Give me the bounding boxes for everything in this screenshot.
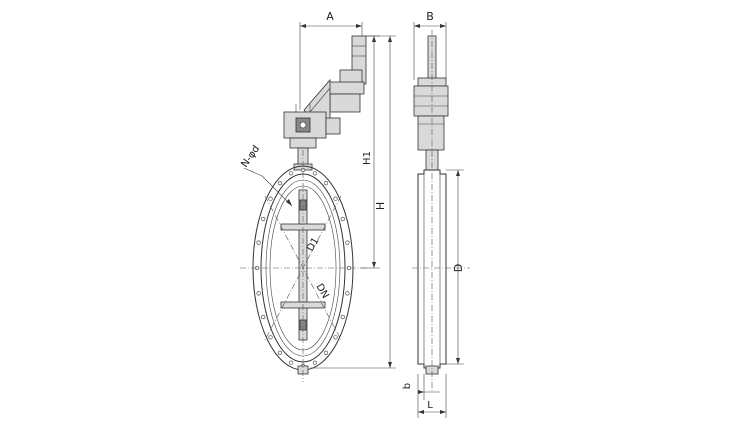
bolt-hole [261, 314, 266, 320]
bolt-hole [312, 360, 318, 365]
dimension-label-d1: D1 [305, 236, 322, 254]
dimension-label-holes: N-φd [239, 144, 262, 170]
dimension-label-h: H [374, 202, 387, 210]
dimension-label-h1: H1 [362, 151, 373, 165]
dimension-b-small: b [402, 374, 440, 400]
dimension-b: B [413, 10, 447, 80]
front-centerlines [240, 150, 372, 382]
dimension-label-b: B [426, 10, 434, 23]
bolt-hole [323, 350, 329, 356]
dimension-label-l: L [427, 400, 433, 411]
bolt-hole [256, 240, 261, 245]
bolt-hole [289, 171, 294, 176]
dimension-d: D [446, 169, 465, 365]
dimension-label-d: D [452, 264, 465, 272]
side-actuator [413, 35, 449, 171]
bolt-hole [340, 216, 345, 222]
bolt-hole [340, 314, 345, 320]
bolt-hole [345, 240, 350, 245]
bolt-hole [289, 360, 294, 365]
front-view: A [239, 10, 396, 382]
dimension-h: H [310, 35, 396, 369]
bolt-hole [261, 216, 266, 222]
bolt-hole [323, 181, 329, 186]
bolt-hole [268, 196, 273, 201]
bolt-hole [333, 196, 338, 201]
dimension-label-dn: DN [313, 282, 330, 301]
dimension-l: L [417, 374, 447, 418]
bolt-hole [277, 181, 283, 186]
bolt-hole [277, 350, 283, 356]
dimension-a: A [299, 10, 363, 110]
side-view: B D [402, 10, 470, 418]
hole-callout: N-φd [239, 144, 293, 207]
dimension-label-a: A [326, 10, 334, 23]
side-body [412, 30, 470, 392]
actuator [283, 35, 367, 149]
dimension-label-b-small: b [402, 383, 413, 389]
bolt-hole [345, 291, 350, 296]
bolt-hole [268, 335, 273, 340]
bolt-hole [312, 171, 318, 176]
bolt-holes [254, 167, 352, 369]
bolt-hole [256, 291, 261, 296]
bolt-hole [333, 335, 338, 340]
